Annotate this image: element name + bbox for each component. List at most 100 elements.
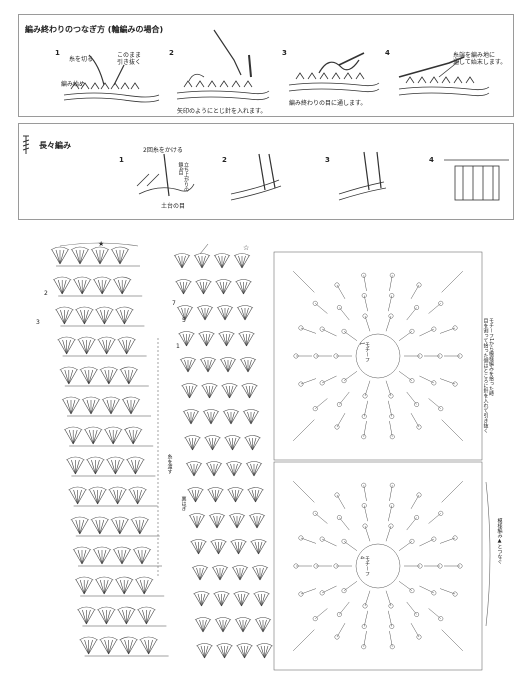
picot [361,413,367,419]
stitch [196,515,201,529]
shell-arc [244,435,261,439]
stitch [419,375,434,384]
corner-stitch [292,480,315,503]
stitch [229,385,237,399]
stitch [201,593,209,607]
stitch [206,333,214,347]
stitch [235,489,240,503]
picot [293,353,299,359]
stitch [56,309,65,325]
stitch [406,391,417,405]
shell-arc [115,576,134,581]
stitch [120,369,130,385]
stitch [180,359,189,373]
double-treble-panel: 長々編み 1 2 3 4 2回糸をかける 立ち上がりの 鎖4目 土台の目 [18,123,514,220]
stitch [238,541,243,555]
stitch [187,411,192,425]
stitch [229,385,234,399]
stitch [224,645,232,659]
stitch [236,281,244,295]
stitch [64,309,69,325]
stitch [227,359,232,373]
stitch [70,399,76,415]
stitch [203,281,208,295]
stitch [121,549,131,565]
stitch [231,489,236,503]
stitch [389,275,393,292]
stitch [99,249,105,265]
stitch [239,567,244,581]
stitch [204,307,213,321]
stitch [385,380,392,397]
stitch [363,275,367,292]
picot [409,538,415,544]
stitch [387,400,393,417]
stitch [101,549,111,565]
shell-arc [139,636,158,641]
stitch [222,333,227,347]
shell-arc [135,576,154,581]
stitch [217,593,222,607]
shell-arc [175,279,192,283]
stitch [343,581,358,591]
picot [312,406,318,412]
stitch [83,579,93,595]
label-fold-back: 裏はぎ [180,496,187,511]
stitch [69,489,78,505]
stitch [146,609,151,625]
stitch [148,639,153,655]
stitch [88,369,98,385]
stitch [78,339,87,355]
shell-arc [215,279,232,283]
stitch [208,489,216,503]
stitch [66,399,72,415]
stitch [84,309,89,325]
shell-arc [88,486,107,491]
shell-arc [117,606,136,611]
stitch [247,359,252,373]
stitch [398,331,413,341]
picot [389,503,395,509]
stitch [212,437,217,451]
stitch [93,279,103,295]
stitch [214,255,223,269]
stitch [199,567,208,581]
stitch [104,639,109,655]
stitch [410,494,420,509]
stitch [184,359,189,373]
stitch [183,281,188,295]
stitch [87,459,96,475]
stitch [51,249,61,265]
stitch [322,328,337,337]
stitch [239,333,247,347]
stitch [135,519,141,535]
shell-arc [179,357,197,361]
shell-arc [93,276,112,281]
stitch [213,463,222,477]
finishing-join-panel: 編み終わりのつなぎ方 (輪編みの場合) 1 2 3 4 糸を切る このまま 引き… [18,14,514,117]
stitch [117,549,123,565]
shell-arc [119,636,138,641]
stitch [189,385,197,399]
stitch [184,307,189,321]
step-number: 2 [222,156,227,164]
shell-arc [194,617,212,621]
stitch [135,459,140,475]
stitch [72,429,78,445]
stitch [210,411,215,425]
stitch [243,411,252,425]
picot [388,313,394,319]
stitch [132,429,142,445]
stitch [106,339,115,355]
stitch [141,549,151,565]
stitch [126,339,135,355]
shell-arc [59,366,78,371]
stitch [126,609,135,625]
shell-arc [99,366,118,371]
stitch [181,255,190,269]
stitch [210,411,219,425]
stitch [140,639,149,655]
stitch [363,295,369,312]
picot [333,353,339,359]
stitch [101,279,111,295]
